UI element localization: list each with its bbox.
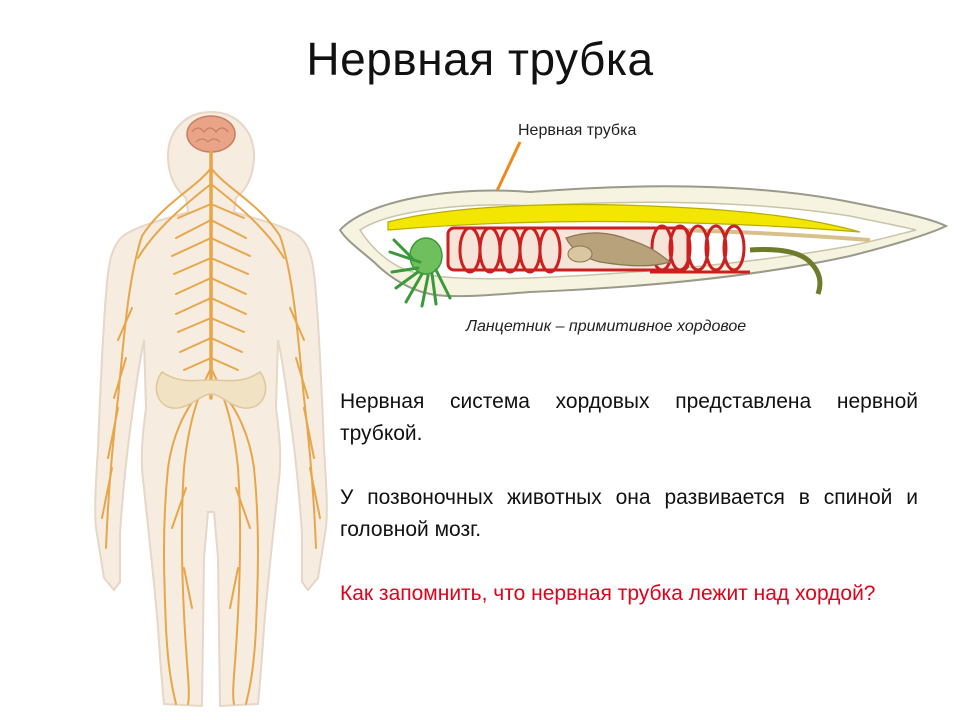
paragraph-2: У позвоночных животных она развивается в… bbox=[340, 486, 918, 541]
human-nervous-system-illustration bbox=[94, 110, 328, 708]
human-body-silhouette bbox=[94, 110, 328, 708]
nerve-network bbox=[101, 150, 321, 705]
gut bbox=[565, 232, 823, 295]
neural-tube bbox=[387, 203, 861, 233]
lancelet-caption: Ланцетник – примитивное хордовое bbox=[466, 318, 747, 335]
lancelet-anatomy-illustration bbox=[338, 141, 949, 308]
slide-title: Нервная трубка bbox=[306, 33, 654, 85]
body-text: Нервная система хордовых представлена не… bbox=[340, 386, 918, 642]
pelvis bbox=[155, 370, 267, 409]
question-text: Как запомнить, что нервная трубка лежит … bbox=[340, 582, 876, 605]
paragraph-1: Нервная система хордовых представлена не… bbox=[340, 390, 918, 445]
neural-tube-label: Нервная трубка bbox=[518, 122, 637, 139]
brain bbox=[186, 115, 236, 153]
oral-tentacles bbox=[388, 237, 452, 308]
